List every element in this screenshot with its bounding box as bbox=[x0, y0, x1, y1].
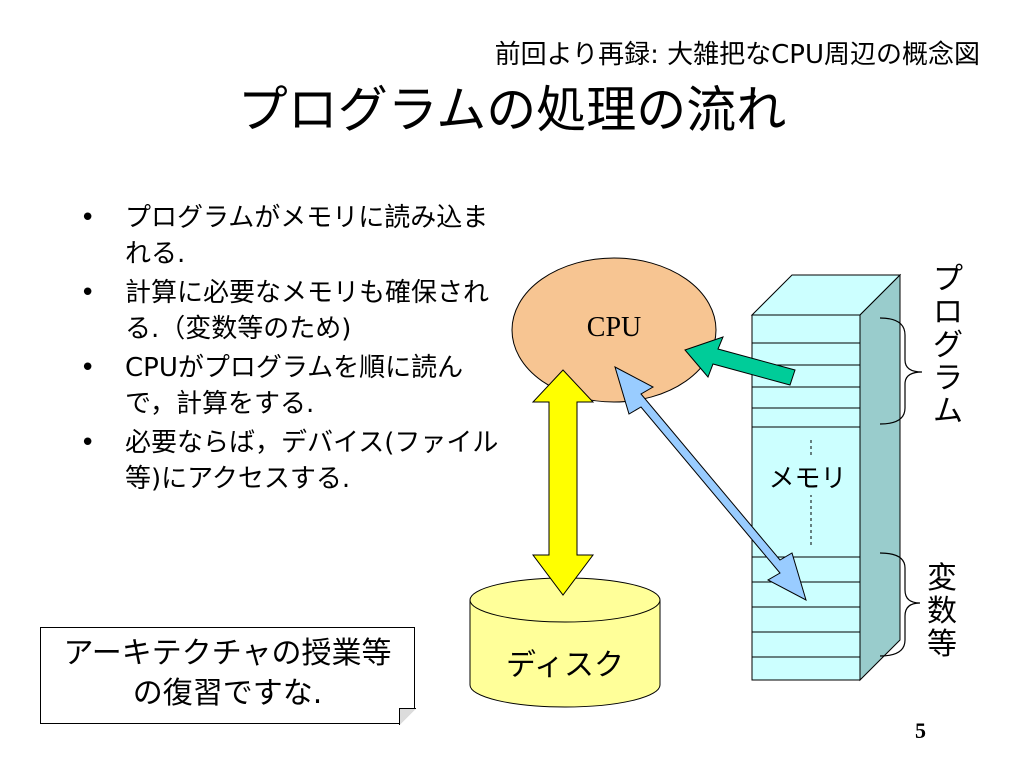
cpu-variables-arrow bbox=[614, 366, 807, 601]
memory-label: メモリ bbox=[760, 458, 855, 495]
bullet-list: • プログラムがメモリに読み込まれる. • 計算に必要なメモリも確保される.（変数等… bbox=[80, 200, 500, 500]
bullet-text: CPUがプログラムを順に読んで，計算をする. bbox=[125, 353, 464, 419]
bullet-item: • 計算に必要なメモリも確保される.（変数等のため) bbox=[80, 275, 500, 347]
program-brace bbox=[879, 317, 923, 425]
bullet-dot: • bbox=[80, 203, 96, 233]
note-line-2: の復習ですな. bbox=[132, 676, 323, 711]
page-number: 5 bbox=[915, 718, 926, 743]
review-note: アーキテクチャの授業等 の復習ですな. bbox=[40, 627, 416, 725]
disk-label: ディスク bbox=[506, 648, 624, 683]
program-label: プ ロ グ ラ ム bbox=[933, 262, 963, 429]
cpu-label: CPU bbox=[586, 312, 642, 343]
bullet-text: プログラムがメモリに読み込まれる. bbox=[125, 203, 489, 269]
note-line-1: アーキテクチャの授業等 bbox=[63, 636, 392, 671]
variables-brace bbox=[879, 552, 921, 657]
bullet-dot: • bbox=[80, 428, 96, 458]
memory-cpu-arrow bbox=[684, 336, 796, 386]
bullet-dot: • bbox=[80, 278, 96, 308]
bullet-text: 必要ならば，デバイス(ファイル等)にアクセスする. bbox=[125, 428, 499, 494]
bullet-item: • CPUがプログラムを順に読んで，計算をする. bbox=[80, 350, 500, 422]
bullet-item: • 必要ならば，デバイス(ファイル等)にアクセスする. bbox=[80, 425, 500, 497]
disk-body bbox=[469, 600, 661, 708]
cpu-ellipse bbox=[511, 257, 717, 403]
note-folded-corner bbox=[399, 708, 416, 725]
cpu-disk-arrow bbox=[531, 369, 595, 596]
bullet-text: 計算に必要なメモリも確保される.（変数等のため) bbox=[125, 278, 490, 344]
bullet-item: • プログラムがメモリに読み込まれる. bbox=[80, 200, 500, 272]
subtitle: 前回より再録: 大雑把なCPU周辺の概念図 bbox=[494, 40, 980, 70]
page-title: プログラムの処理の流れ bbox=[237, 81, 787, 139]
memory-variable-rows bbox=[752, 556, 860, 658]
bullet-dot: • bbox=[80, 353, 96, 383]
memory-side-face bbox=[859, 273, 901, 682]
variables-label: 変 数 等 bbox=[927, 561, 957, 662]
